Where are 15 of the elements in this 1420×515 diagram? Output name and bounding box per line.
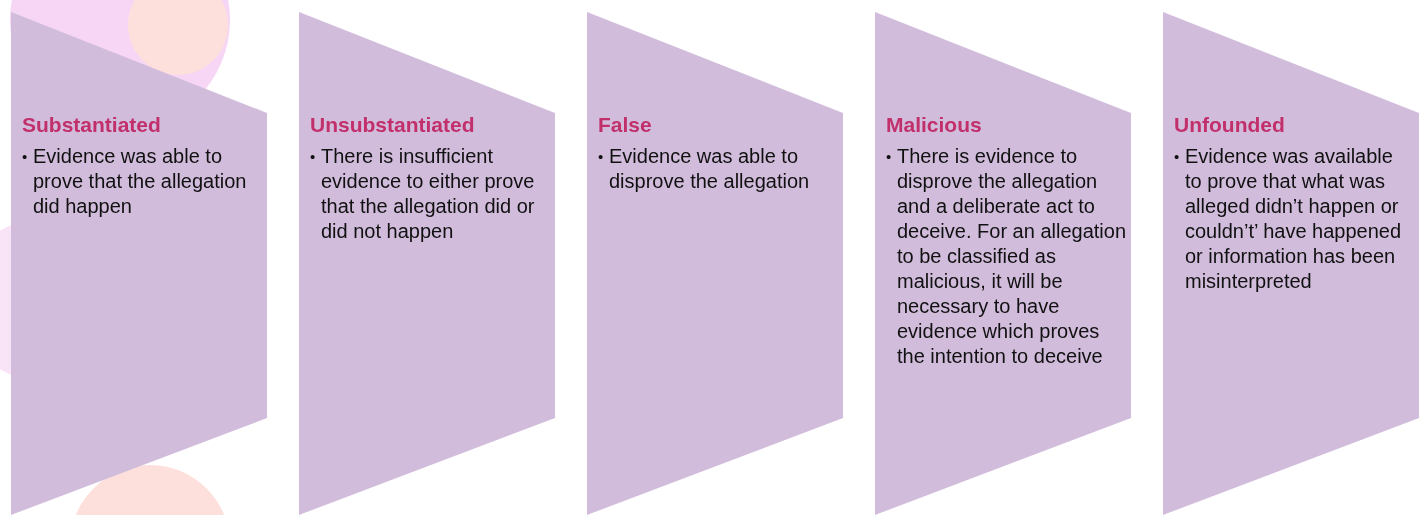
bullet-point: • bbox=[886, 147, 892, 167]
description-text: There is evidence to disprove the allegation and a deliberate act to deceive. For an allegation to be classified as malicious, it will be necessary to have evidence which proves the intention to deceive bbox=[897, 144, 1127, 369]
bullet-point: • bbox=[1174, 147, 1180, 167]
category-heading: Unsubstantiated bbox=[310, 112, 475, 138]
description-text: Evidence was able to prove that the allegation did happen bbox=[33, 144, 248, 219]
description-text: There is insufficient evidence to either prove that the allegation did or did not happen bbox=[321, 144, 536, 244]
bullet-point: • bbox=[598, 147, 604, 167]
category-heading: Unfounded bbox=[1174, 112, 1285, 138]
category-heading: Substantiated bbox=[22, 112, 161, 138]
category-heading: Malicious bbox=[886, 112, 982, 138]
bullet-point: • bbox=[22, 147, 28, 167]
category-heading: False bbox=[598, 112, 652, 138]
description-text: Evidence was able to disprove the allegation bbox=[609, 144, 811, 194]
description-text: Evidence was available to prove that what was alleged didn’t happen or couldn’t’ have happened or information has been misinterpreted bbox=[1185, 144, 1403, 294]
bullet-point: • bbox=[310, 147, 316, 167]
